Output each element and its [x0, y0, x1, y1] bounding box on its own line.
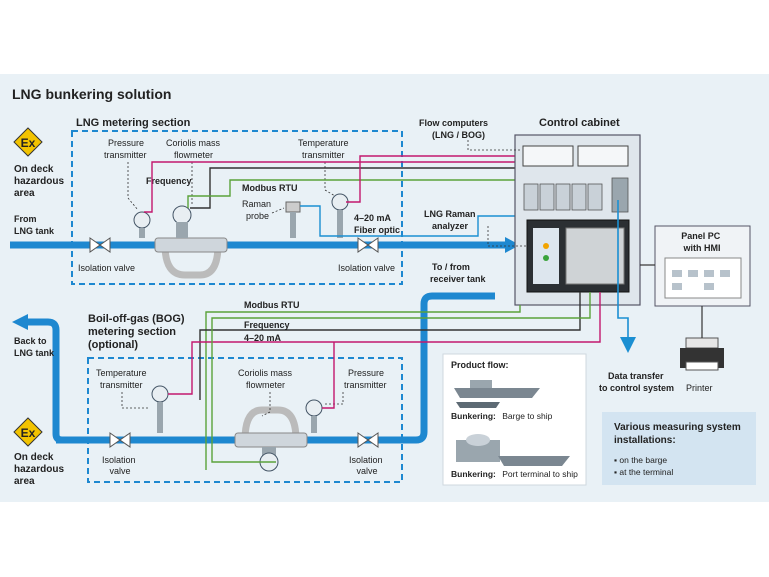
raman-probe-label: Raman probe [242, 199, 274, 221]
back-arrow [12, 314, 28, 330]
coriolis-flowmeter-lng-icon [161, 244, 222, 279]
bog-section-title: Boil-off-gas (BOG) metering section (opt… [88, 313, 188, 351]
pressure-transmitter-bog-label: Pressure transmitter [344, 368, 387, 390]
bog-isolation-valve-right-icon [357, 432, 379, 448]
page-title: LNG bunkering solution [12, 86, 171, 102]
installations-box [602, 412, 756, 485]
fiber-optic-label: Fiber optic [354, 225, 400, 235]
flow-computer-1 [522, 145, 574, 167]
frequency-bog-label: Frequency [244, 320, 290, 330]
modbus-lng-label: Modbus RTU [242, 183, 298, 193]
receiver-tank-label: To / from receiver tank [430, 262, 487, 284]
coriolis-lng-label: Coriolis mass flowmeter [166, 138, 223, 160]
temperature-transmitter-lng-label: Temperature transmitter [298, 138, 351, 160]
hazard-label-bottom: On deck hazardous area [14, 452, 67, 487]
io-modules [523, 177, 629, 213]
coriolis-bog-label: Coriolis mass flowmeter [238, 368, 295, 390]
panel-pc-label: Panel PC with HMI [681, 231, 723, 253]
bog-isolation-valve-right-label: Isolation valve [349, 455, 385, 476]
ex-hazard-icon-top: Ex [13, 127, 43, 157]
lng-section-title: LNG metering section [76, 117, 191, 129]
back-to-tank-label: Back to LNG tank [14, 336, 55, 358]
bog-isolation-valve-left-label: Isolation valve [102, 455, 138, 476]
current-bog-label: 4–20 mA [244, 333, 282, 343]
flow-computers-label: Flow computers (LNG / BOG) [419, 118, 491, 140]
printer-label: Printer [686, 383, 713, 393]
hazard-label-top: On deck hazardous area [14, 164, 67, 199]
lng-metering-section-box [71, 130, 403, 285]
bog-isolation-valve-left-icon [109, 432, 131, 448]
ex-hazard-icon-bottom: Ex [13, 417, 43, 447]
product-flow-row1: Bunkering: Barge to ship [451, 411, 553, 421]
from-lng-tank-label: From LNG tank [14, 214, 55, 236]
installations-list: ▪ on the barge ▪ at the terminal [614, 455, 673, 477]
pressure-transmitter-lng-icon [133, 211, 151, 238]
control-cabinet-title: Control cabinet [539, 117, 620, 129]
isolation-valve-right-icon [357, 237, 379, 253]
terminal-ship-icon [456, 434, 570, 466]
pressure-transmitter-lng-label: Pressure transmitter [104, 138, 147, 160]
panel-pc-screen [664, 257, 742, 299]
bog-metering-section-box [87, 357, 403, 483]
transfer-pipe [72, 292, 495, 444]
svg-text:Ex: Ex [21, 136, 36, 150]
data-transfer-label: Data transfer to control system [599, 371, 674, 393]
flow-computer-2 [577, 145, 629, 167]
lng-pipe-arrow [505, 237, 520, 253]
barge-ship-icon [454, 380, 540, 408]
raman-analyzer-label: LNG Raman analyzer [424, 209, 478, 231]
current-lng-label: 4–20 mA [354, 213, 392, 223]
isolation-valve-left-icon [89, 237, 111, 253]
product-flow-title: Product flow: [451, 360, 509, 370]
temperature-transmitter-lng-icon [331, 193, 349, 238]
raman-probe-icon [285, 201, 301, 238]
modbus-bog-label: Modbus RTU [244, 300, 300, 310]
temperature-transmitter-bog-label: Temperature transmitter [96, 368, 149, 390]
svg-text:Ex: Ex [21, 426, 36, 440]
isolation-valve-left-label: Isolation valve [78, 263, 135, 273]
installations-title: Various measuring system installations: [614, 422, 744, 446]
printer-icon [680, 337, 724, 371]
frequency-lng-label: Frequency [146, 176, 192, 186]
isolation-valve-right-label: Isolation valve [338, 263, 395, 273]
product-flow-row2: Bunkering: Port terminal to ship [451, 469, 578, 479]
